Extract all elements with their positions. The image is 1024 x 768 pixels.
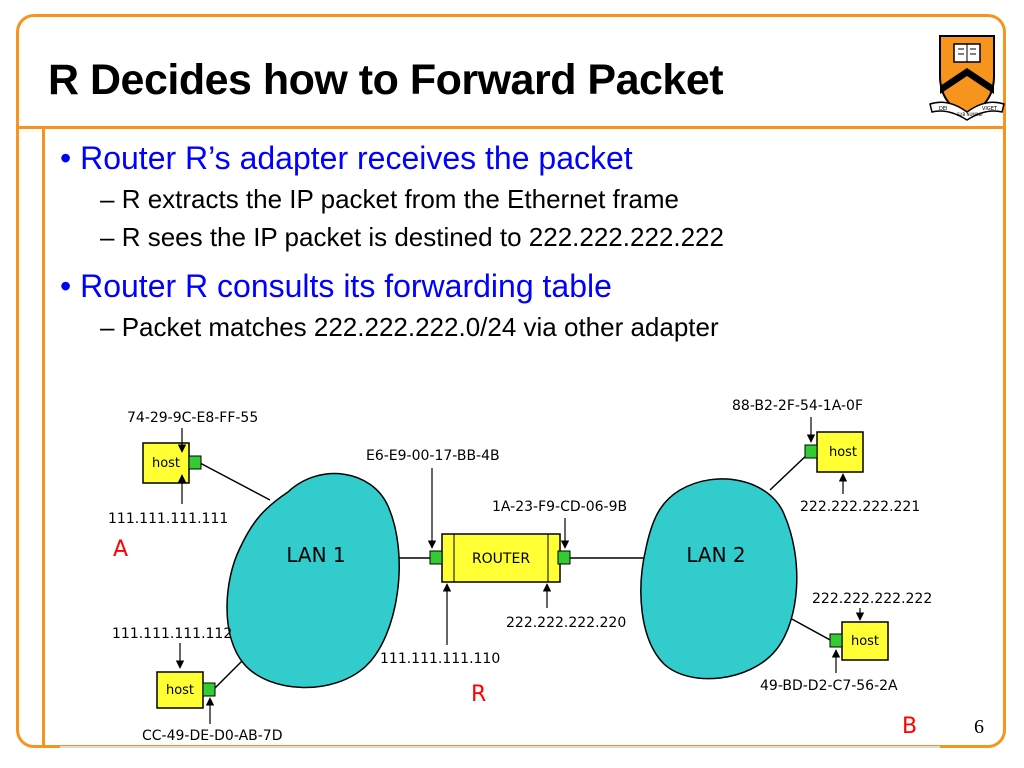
crest-motto-left: DEI	[939, 106, 947, 112]
host-b-adapter	[829, 633, 843, 648]
left-divider	[42, 126, 45, 748]
router-left-mac: E6-E9-00-17-BB-4B	[366, 448, 500, 464]
lan2-cloud	[640, 478, 798, 680]
bullet-2: • Router R consults its forwarding table	[60, 268, 612, 304]
host-ur-label: host	[829, 445, 857, 460]
host-b-label: host	[851, 634, 879, 649]
host-ur-mac: 88-B2-2F-54-1A-0F	[732, 398, 863, 414]
host-b-marker: B	[902, 714, 917, 739]
title-divider	[16, 126, 1006, 129]
host-a-label: host	[152, 456, 180, 471]
princeton-crest-icon: DEI SUB NUMINE VIGET	[929, 35, 1005, 121]
router-right-ip: 222.222.222.220	[506, 615, 626, 631]
host-a-adapter	[188, 455, 202, 470]
host-ll-ip: 111.111.111.112	[112, 626, 232, 642]
crest-motto-center: SUB NUMINE	[957, 112, 983, 117]
router-label: ROUTER	[472, 551, 530, 567]
link-lan2-host-b	[789, 617, 833, 642]
router-right-mac: 1A-23-F9-CD-06-9B	[492, 499, 627, 515]
crest-motto-right: VIGET	[982, 106, 998, 112]
host-ur-box	[816, 431, 864, 473]
bullet-1: • Router R’s adapter receives the packet	[60, 140, 633, 176]
bullet-list: • Router R’s adapter receives the packet…	[60, 138, 960, 346]
bottom-divider	[60, 746, 940, 748]
router-marker: R	[471, 682, 486, 707]
host-ll-adapter	[202, 682, 216, 697]
lan2-label: LAN 2	[686, 543, 745, 567]
host-b-mac: 49-BD-D2-C7-56-2A	[760, 678, 898, 694]
link-lan2-host-ur	[769, 451, 811, 491]
sub-bullet-1: – R extracts the IP packet from the Ethe…	[100, 184, 680, 214]
host-a-marker: A	[113, 537, 128, 562]
host-ur-adapter	[804, 444, 818, 459]
host-ll-label: host	[166, 683, 194, 698]
host-ll-mac: CC-49-DE-D0-AB-7D	[142, 728, 283, 744]
host-a-mac: 74-29-9C-E8-FF-55	[127, 410, 258, 426]
router-left-adapter	[429, 550, 443, 565]
slide-number: 6	[974, 716, 984, 738]
link-host-a-lan1	[199, 462, 271, 501]
host-b-ip: 222.222.222.222	[812, 591, 932, 607]
sub-bullet-3: – Packet matches 222.222.222.0/24 via ot…	[100, 312, 719, 342]
host-b-box	[841, 621, 889, 661]
host-a-ip: 111.111.111.111	[108, 511, 228, 527]
slide-title: R Decides how to Forward Packet	[48, 56, 724, 104]
lan1-label: LAN 1	[286, 543, 345, 567]
lan1-cloud	[226, 472, 400, 689]
sub-bullet-2: – R sees the IP packet is destined to 22…	[100, 222, 724, 252]
host-ur-ip: 222.222.222.221	[800, 499, 920, 515]
router-left-ip: 111.111.111.110	[380, 651, 500, 667]
host-ll-box	[156, 671, 204, 709]
router-right-adapter	[557, 550, 571, 565]
